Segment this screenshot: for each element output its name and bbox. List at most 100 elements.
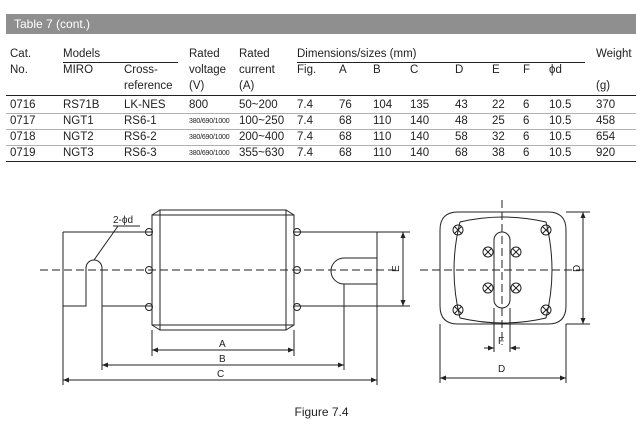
header-c: C [410, 64, 419, 76]
cell-phid: 10.5 [549, 147, 572, 159]
cell-miro: NGT3 [63, 147, 94, 159]
cell-e: 32 [492, 131, 505, 143]
header-dims: Dimensions/sizes (mm) [297, 48, 417, 60]
cell-f: 6 [523, 99, 530, 111]
table-bottom-line [6, 161, 636, 162]
table-title: Table 7 (cont.) [6, 14, 636, 34]
cell-miro: NGT1 [63, 115, 94, 127]
cell-f: 6 [523, 131, 530, 143]
cell-b: 110 [373, 147, 392, 159]
dim-label-e: E [391, 265, 402, 272]
header-current-3: (A) [239, 80, 255, 92]
cell-a: 68 [339, 147, 352, 159]
bolt-x-icon [510, 246, 522, 258]
dim-label-d-bottom: D [498, 364, 505, 375]
header-d: D [455, 64, 464, 76]
cell-weight: 370 [596, 99, 616, 111]
cell-weight: 920 [596, 147, 616, 159]
cell-voltage: 800 [189, 99, 209, 111]
cell-e: 38 [492, 147, 505, 159]
cell-cross: RS6-3 [124, 147, 157, 159]
header-a: A [339, 64, 347, 76]
header-models: Models [63, 48, 101, 60]
bolt-x-icon [482, 282, 494, 294]
cell-fig: 7.4 [297, 99, 313, 111]
row-divider [6, 145, 636, 146]
hole-label: 2-ϕd [113, 215, 133, 226]
header-weight-unit: (g) [596, 80, 611, 92]
cell-e: 25 [492, 115, 505, 127]
bolt-x-icon [452, 224, 464, 236]
cell-fig: 7.4 [297, 131, 313, 143]
header-cross-2: reference [124, 80, 173, 92]
models-underline [63, 62, 178, 63]
cell-d: 58 [455, 131, 468, 143]
dim-label-a: A [219, 339, 226, 350]
cell-c: 135 [410, 99, 430, 111]
row-divider [6, 113, 636, 114]
dim-label-c: C [217, 369, 224, 380]
cell-a: 68 [339, 115, 352, 127]
cell-weight: 458 [596, 115, 616, 127]
header-current-2: current [239, 64, 275, 76]
header-e: E [492, 64, 500, 76]
cell-b: 110 [373, 131, 392, 143]
row-divider [6, 129, 636, 130]
cell-cat: 0719 [10, 147, 36, 159]
cell-current: 50~200 [239, 99, 278, 111]
cell-current: 200~400 [239, 131, 285, 143]
dim-label-b: B [219, 354, 226, 365]
bolt-x-icon [540, 304, 552, 316]
header-current-1: Rated [239, 48, 270, 60]
cell-a: 76 [339, 99, 352, 111]
header-cat: Cat. [10, 48, 32, 60]
cell-cat: 0716 [10, 99, 36, 111]
cell-d: 68 [455, 147, 468, 159]
bolt-x-icon [452, 304, 464, 316]
bolt-x-icon [482, 246, 494, 258]
header-phid: ϕd [549, 64, 562, 76]
cell-c: 140 [410, 131, 430, 143]
cell-cat: 0718 [10, 131, 36, 143]
cell-miro: RS71B [63, 99, 100, 111]
figure-caption: Figure 7.4 [294, 405, 349, 419]
cell-voltage: 380/690/1000 [189, 134, 230, 141]
header-fig: Fig. [297, 64, 317, 76]
cell-cross: RS6-2 [124, 131, 157, 143]
header-f: F [523, 64, 531, 76]
header-voltage-3: (V) [189, 80, 205, 92]
header-miro: MIRO [63, 64, 94, 76]
header-divider [6, 95, 636, 96]
cell-phid: 10.5 [549, 131, 572, 143]
cell-c: 140 [410, 115, 430, 127]
cell-current: 355~630 [239, 147, 285, 159]
header-cat-no: No. [10, 64, 28, 76]
cell-f: 6 [523, 147, 530, 159]
dim-label-f: F [498, 336, 504, 347]
cell-cat: 0717 [10, 115, 36, 127]
bolt-x-icon [510, 282, 522, 294]
cell-a: 68 [339, 131, 352, 143]
cell-miro: NGT2 [63, 131, 94, 143]
cell-b: 110 [373, 115, 392, 127]
header-weight: Weight [596, 48, 632, 60]
bolt-x-icon [540, 224, 552, 236]
cell-d: 48 [455, 115, 468, 127]
cell-d: 43 [455, 99, 468, 111]
header-voltage-1: Rated [189, 48, 220, 60]
header-cross-1: Cross- [124, 64, 158, 76]
cell-phid: 10.5 [549, 115, 572, 127]
cell-e: 22 [492, 99, 505, 111]
cell-cross: LK-NES [124, 99, 166, 111]
cell-voltage: 380/690/1000 [189, 118, 230, 125]
cell-current: 100~250 [239, 115, 285, 127]
dim-label-d-side: D [572, 265, 583, 272]
cell-cross: RS6-1 [124, 115, 157, 127]
cell-b: 104 [373, 99, 393, 111]
cell-fig: 7.4 [297, 147, 313, 159]
cell-weight: 654 [596, 131, 616, 143]
cell-voltage: 380/690/1000 [189, 150, 230, 157]
cell-fig: 7.4 [297, 115, 313, 127]
cell-c: 140 [410, 147, 430, 159]
